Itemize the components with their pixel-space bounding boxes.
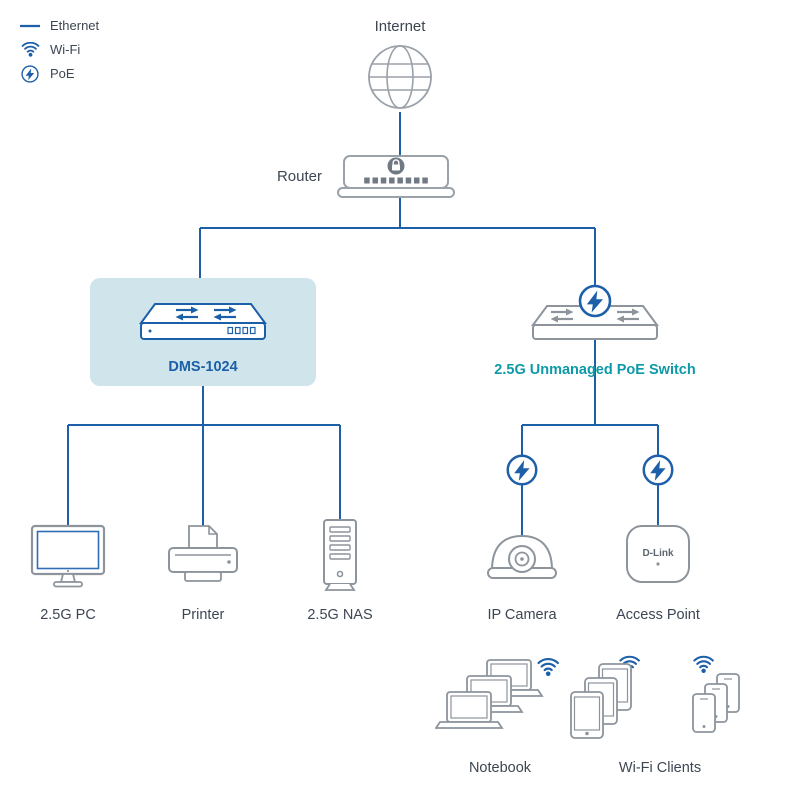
poe-icon — [642, 454, 674, 486]
legend-item-ethernet: Ethernet — [18, 16, 99, 35]
node-label: Wi-Fi Clients — [618, 760, 702, 776]
wifi-icon — [693, 655, 714, 675]
switch-icon — [139, 303, 267, 340]
legend-item-wifi: Wi-Fi — [18, 40, 99, 59]
legend-label: PoE — [50, 66, 75, 81]
node-label: DMS-1024 — [168, 359, 238, 375]
node-dms-switch: DMS-1024 — [90, 278, 316, 386]
laptop-stack-icon — [435, 657, 559, 729]
dome-camera-icon — [487, 534, 557, 579]
node-label: Internet — [374, 18, 426, 35]
node-label: Router — [276, 167, 322, 185]
poe-icon — [506, 454, 538, 486]
node-label: 2.5G PC — [40, 607, 96, 623]
node-label: 2.5G NAS — [307, 607, 373, 623]
node-wifi-clients: Wi-Fi Clients — [565, 650, 755, 776]
node-label: 2.5G Unmanaged PoE Switch — [494, 362, 696, 378]
node-pc: 2.5G PC — [18, 524, 118, 623]
node-label: IP Camera — [487, 607, 557, 623]
legend-item-poe: PoE — [18, 64, 99, 83]
wifi-icon — [537, 657, 559, 678]
legend: Ethernet Wi-Fi PoE — [18, 16, 99, 83]
poe-icon — [578, 284, 612, 318]
node-poe-switch: 2.5G Unmanaged PoE Switch — [485, 284, 705, 378]
nas-tower-icon — [323, 519, 357, 591]
tablet-phone-stack-icon — [570, 655, 740, 739]
node-printer: Printer — [153, 524, 253, 623]
desktop-monitor-icon — [30, 524, 106, 588]
globe-icon — [368, 45, 432, 109]
brand-text: D-Link — [642, 548, 674, 559]
node-label: Access Point — [616, 607, 700, 623]
node-access-point: D-Link Access Point — [608, 524, 708, 623]
legend-label: Wi-Fi — [50, 42, 81, 57]
printer-icon — [168, 525, 238, 582]
lock-icon — [387, 157, 405, 175]
legend-label: Ethernet — [50, 18, 100, 33]
node-ip-camera: IP Camera — [472, 524, 572, 623]
node-notebook: Notebook — [435, 650, 565, 776]
poe-bolt-icon — [18, 64, 42, 83]
node-internet: Internet — [340, 18, 460, 113]
poe-switch-icon — [531, 284, 659, 340]
wifi-icon — [18, 41, 42, 58]
node-label: Printer — [181, 607, 225, 623]
node-label: Notebook — [468, 760, 532, 776]
node-router: Router — [252, 150, 456, 202]
node-nas: 2.5G NAS — [300, 518, 380, 623]
access-point-icon: D-Link — [626, 525, 690, 583]
ethernet-line-icon — [18, 22, 42, 30]
router-icon — [337, 155, 455, 198]
